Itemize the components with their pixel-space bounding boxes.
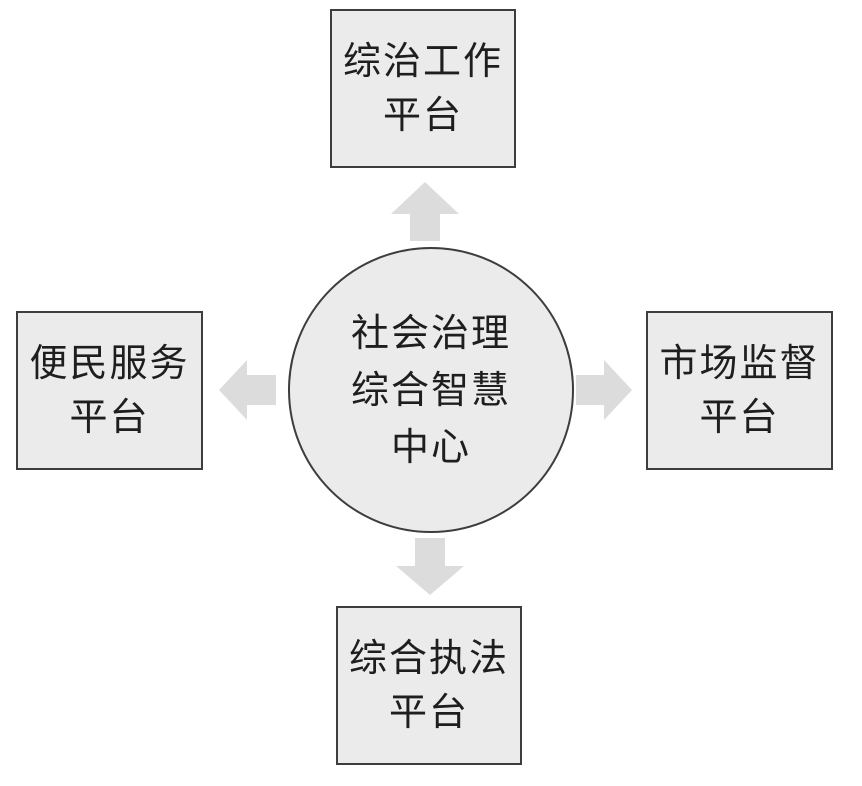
platform-top-line-2: 平台 <box>382 92 463 137</box>
arrow-to-bottom <box>396 538 464 595</box>
platform-bottom-line-2: 平台 <box>388 689 469 734</box>
arrow-to-top <box>391 182 459 241</box>
platform-bottom-line-1: 综合执法 <box>348 635 509 680</box>
arrow-to-right <box>576 360 632 420</box>
center-hub-circle: 社会治理 综合智慧 中心 <box>288 247 574 533</box>
arrow-to-left <box>219 360 276 420</box>
platform-box-right: 市场监督 平台 <box>646 311 833 470</box>
platform-left-line-1: 便民服务 <box>29 340 190 385</box>
center-line-1: 社会治理 <box>350 310 511 355</box>
center-line-2: 综合智慧 <box>350 367 511 412</box>
platform-box-left: 便民服务 平台 <box>16 311 203 470</box>
platform-left-line-2: 平台 <box>69 394 150 439</box>
platform-right-line-1: 市场监督 <box>659 340 820 385</box>
platform-box-bottom: 综合执法 平台 <box>336 606 522 765</box>
platform-right-line-2: 平台 <box>699 394 780 439</box>
center-line-3: 中心 <box>390 424 471 469</box>
platform-box-top: 综治工作 平台 <box>330 9 516 168</box>
platform-top-line-1: 综治工作 <box>342 38 503 83</box>
